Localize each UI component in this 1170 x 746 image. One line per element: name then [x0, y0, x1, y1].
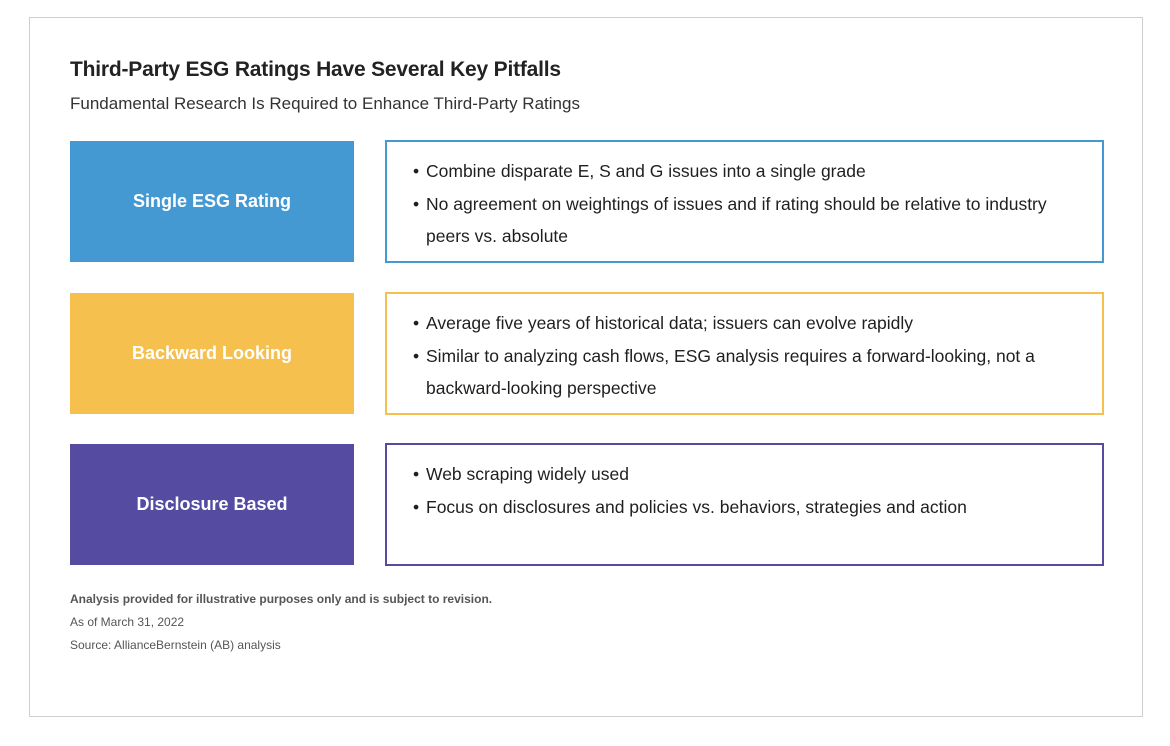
pitfall-row-backward-looking: Backward Looking • Average five years of… — [70, 292, 1104, 415]
disclaimer-note: Analysis provided for illustrative purpo… — [70, 592, 493, 606]
pitfall-label-box: Single ESG Rating — [70, 141, 354, 262]
page-title: Third-Party ESG Ratings Have Several Key… — [70, 58, 561, 81]
bullet-item: • Average five years of historical data;… — [413, 307, 1082, 340]
pitfall-description-box: • Average five years of historical data;… — [385, 292, 1104, 415]
bullet-item: • Combine disparate E, S and G issues in… — [413, 155, 1082, 188]
pitfall-description-box: • Web scraping widely used • Focus on di… — [385, 443, 1104, 566]
bullet-dot-icon: • — [413, 161, 420, 181]
bullet-item: • Similar to analyzing cash flows, ESG a… — [413, 340, 1082, 405]
bullet-dot-icon: • — [413, 193, 420, 214]
pitfall-row-disclosure-based: Disclosure Based • Web scraping widely u… — [70, 443, 1104, 566]
source-note: Source: AllianceBernstein (AB) analysis — [70, 638, 281, 652]
bullet-text: Combine disparate E, S and G issues into… — [426, 161, 866, 181]
bullet-dot-icon: • — [413, 345, 420, 366]
bullet-dot-icon: • — [413, 496, 420, 517]
pitfall-label: Single ESG Rating — [132, 191, 292, 211]
bullet-text: Similar to analyzing cash flows, ESG ana… — [426, 345, 1035, 399]
pitfall-label-box: Backward Looking — [70, 293, 354, 414]
bullet-text: No agreement on weightings of issues and… — [426, 193, 1047, 247]
page-subtitle: Fundamental Research Is Required to Enha… — [70, 94, 580, 113]
bullet-text: Average five years of historical data; i… — [426, 313, 914, 333]
bullet-dot-icon: • — [413, 464, 420, 484]
bullet-text: Focus on disclosures and policies vs. be… — [426, 496, 967, 517]
pitfall-description-box: • Combine disparate E, S and G issues in… — [385, 140, 1104, 263]
pitfall-label: Backward Looking — [131, 343, 293, 363]
bullet-item: • Web scraping widely used — [413, 458, 1082, 491]
pitfall-label: Disclosure Based — [136, 494, 288, 514]
bullet-text: Web scraping widely used — [426, 464, 629, 484]
bullet-item: • Focus on disclosures and policies vs. … — [413, 491, 1082, 524]
pitfall-label-box: Disclosure Based — [70, 444, 354, 565]
pitfall-row-single-esg-rating: Single ESG Rating • Combine disparate E,… — [70, 140, 1104, 263]
bullet-dot-icon: • — [413, 313, 420, 333]
bullet-item: • No agreement on weightings of issues a… — [413, 188, 1082, 253]
date-note: As of March 31, 2022 — [70, 615, 185, 629]
